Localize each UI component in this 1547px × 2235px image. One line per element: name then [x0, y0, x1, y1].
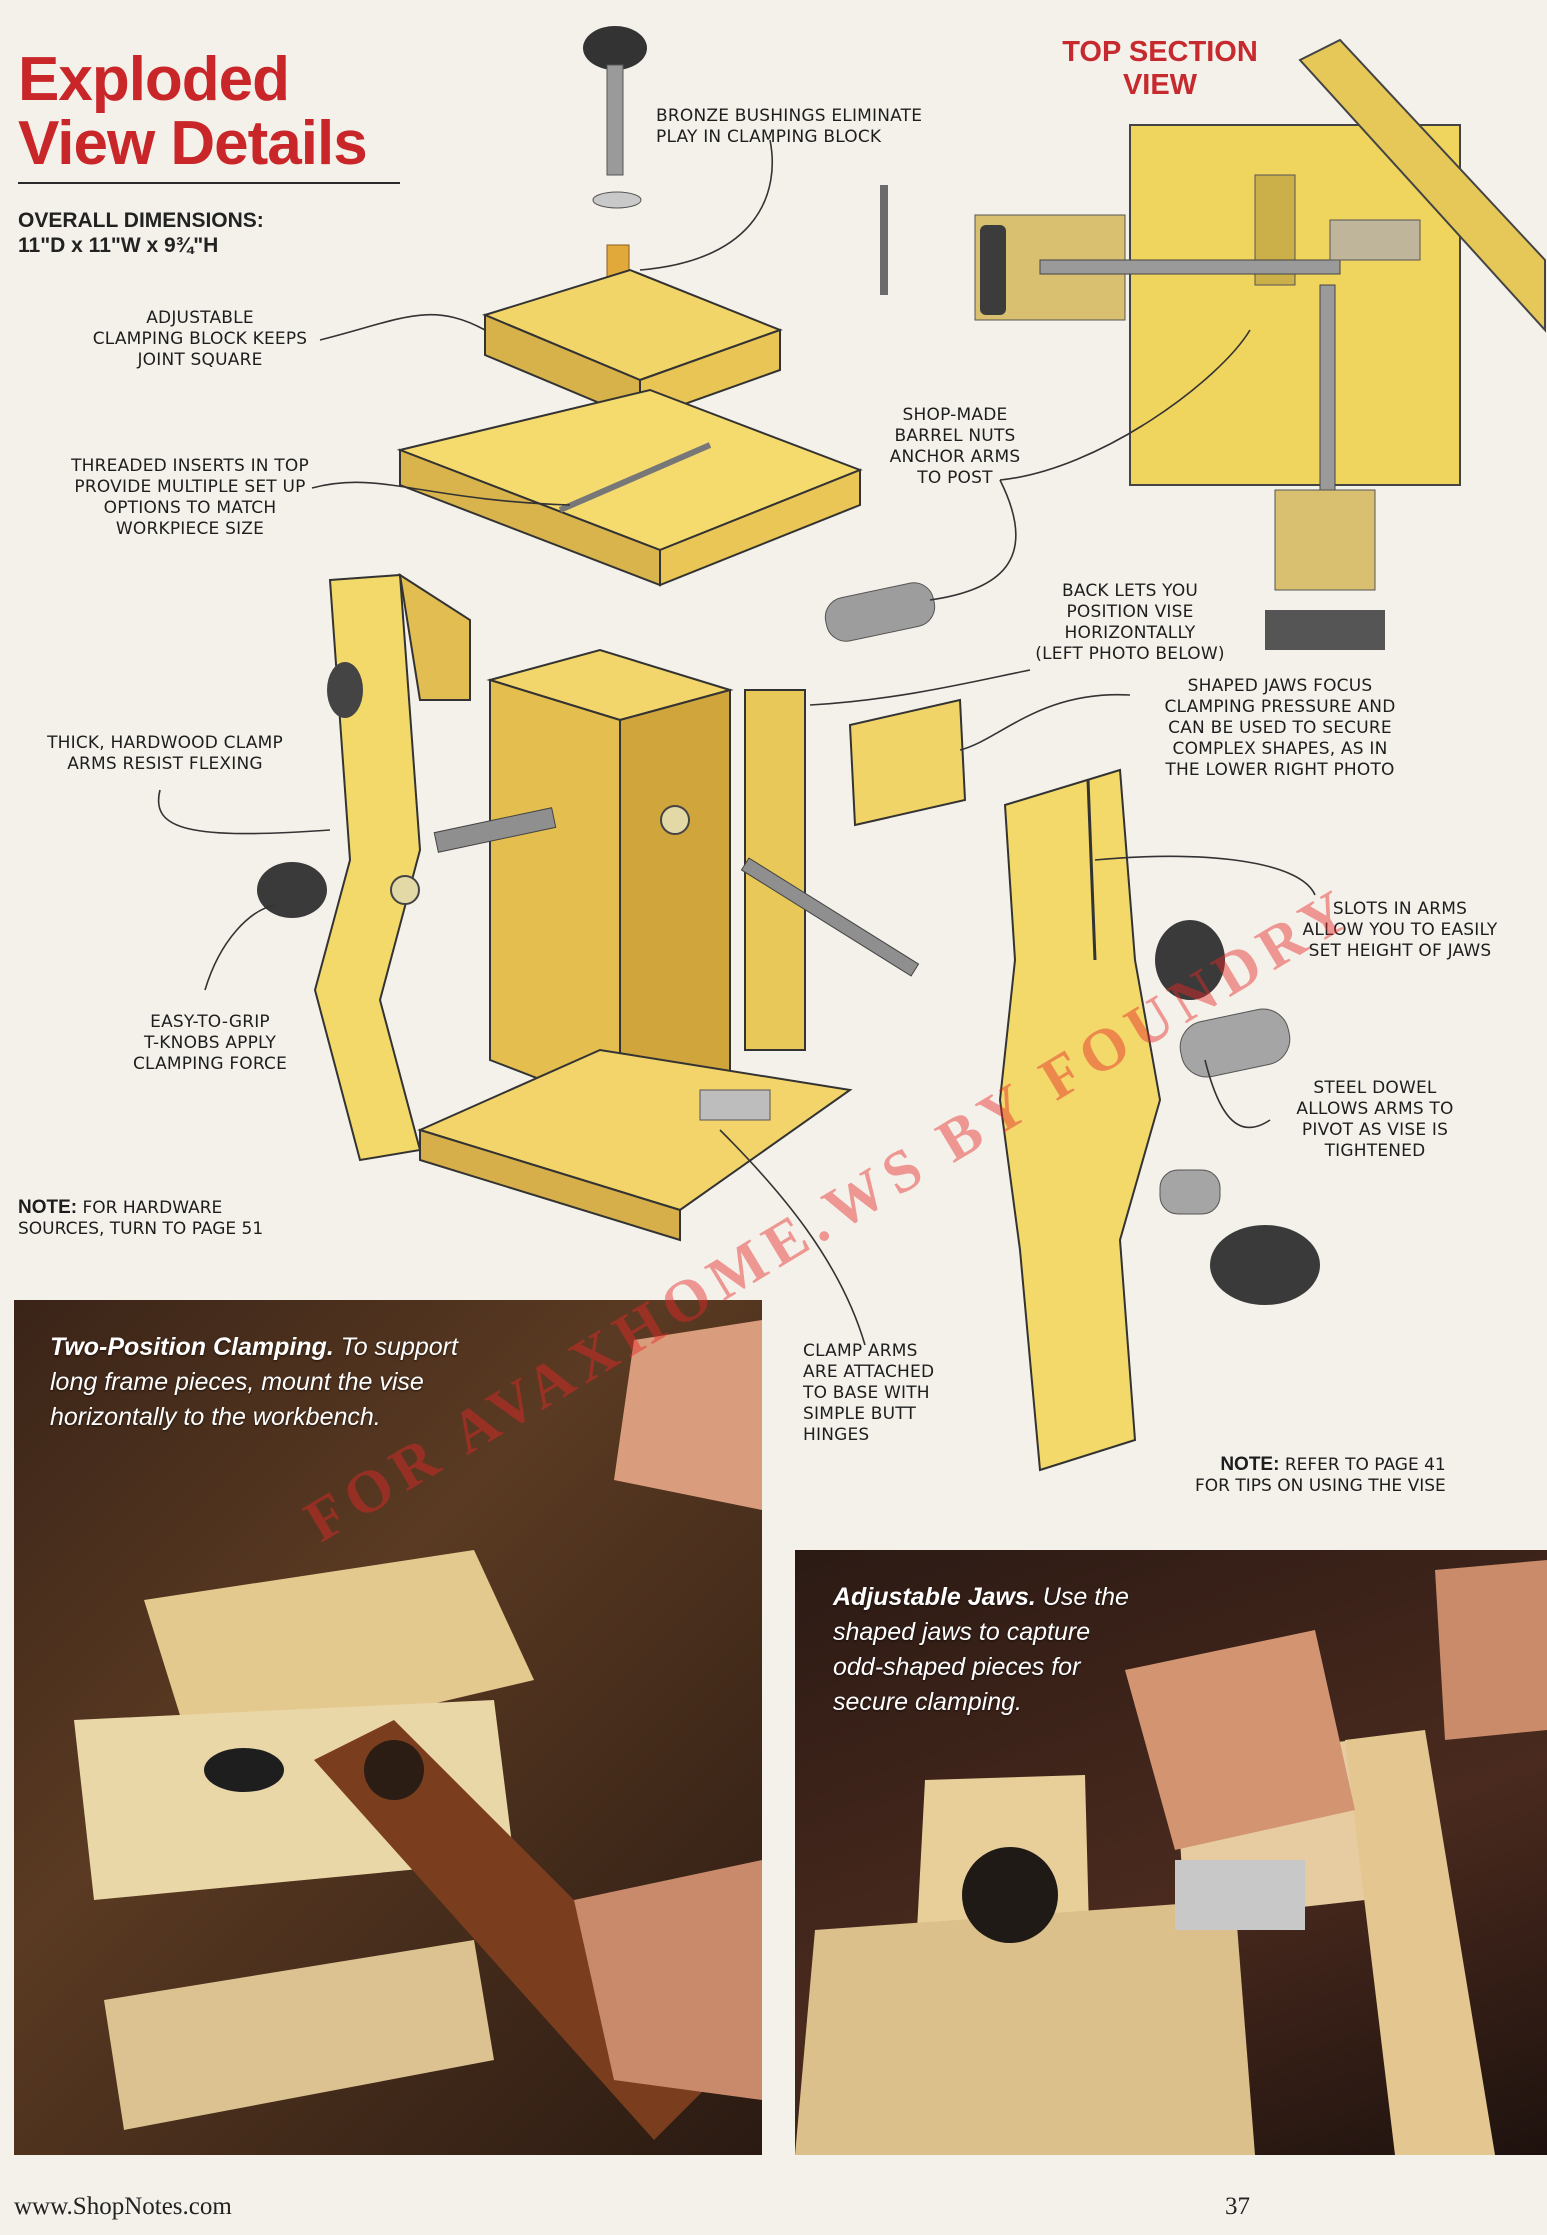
callout-line: SHOP-MADE [902, 405, 1008, 425]
callout-line: PLAY IN CLAMPING BLOCK [656, 127, 882, 147]
title-line-1: Exploded [18, 45, 290, 114]
callout-butt-hinges: CLAMP ARMS ARE ATTACHED TO BASE WITH SIM… [803, 1341, 963, 1446]
right-clamp-arm-drawing [998, 768, 1320, 1472]
caption-text: To support [333, 1333, 458, 1361]
callout-line: T-KNOBS APPLY [143, 1033, 277, 1053]
photo-right-caption: Adjustable Jaws. Use the shaped jaws to … [833, 1580, 1129, 1720]
callout-line: BACK LETS YOU [1061, 581, 1199, 601]
footer-url: www.ShopNotes.com [14, 2193, 232, 2220]
title-line-2: View Details [18, 109, 368, 178]
title-divider [18, 182, 400, 184]
callout-line: EASY-TO-GRIP [150, 1012, 270, 1032]
top-plate-drawing [396, 388, 863, 587]
callout-line: BRONZE BUSHINGS ELIMINATE [656, 106, 923, 126]
callout-line: ALLOW YOU TO EASILY [1302, 920, 1498, 940]
callout-back-position: BACK LETS YOU POSITION VISE HORIZONTALLY… [1030, 581, 1230, 665]
photo-left-scene [74, 1320, 762, 2140]
central-post-drawing [486, 648, 806, 1112]
spring-and-threaded-rod-drawing [433, 807, 920, 977]
callout-line: ARE ATTACHED [803, 1362, 935, 1382]
callout-line: PIVOT AS VISE IS [1301, 1120, 1449, 1140]
callout-line: ALLOWS ARMS TO [1296, 1099, 1454, 1119]
note-text: FOR TIPS ON USING THE VISE [1195, 1476, 1446, 1496]
note-label: NOTE: [1220, 1454, 1280, 1475]
note-text: REFER TO PAGE 41 [1284, 1455, 1446, 1475]
callout-steel-dowel: STEEL DOWEL ALLOWS ARMS TO PIVOT AS VISE… [1275, 1078, 1475, 1162]
base-drawing [417, 1048, 853, 1242]
callout-line: CLAMPING FORCE [132, 1054, 288, 1074]
callout-line: JOINT SQUARE [137, 350, 263, 370]
top-section-view-title: TOP SECTION VIEW [1040, 36, 1280, 102]
dims-value: 11"D x 11"W x 9¾"H [18, 234, 219, 257]
callout-line: THICK, HARDWOOD CLAMP [47, 733, 283, 753]
callout-line: THE LOWER RIGHT PHOTO [1165, 760, 1395, 780]
callout-line: COMPLEX SHAPES, AS IN [1172, 739, 1388, 759]
photo-adjustable-jaws: Adjustable Jaws. Use the shaped jaws to … [795, 1550, 1547, 2155]
page-title: Exploded View Details [18, 48, 418, 176]
photo-two-position-clamping: Two-Position Clamping. To support long f… [14, 1300, 762, 2155]
callout-t-knobs: EASY-TO-GRIP T-KNOBS APPLY CLAMPING FORC… [110, 1012, 310, 1075]
caption-text: secure clamping. [833, 1688, 1022, 1716]
callout-leader-lines [157, 139, 1316, 1346]
callout-line: ANCHOR ARMS [889, 447, 1021, 467]
caption-text: shaped jaws to capture [833, 1618, 1091, 1646]
left-clamp-arm-drawing [257, 572, 471, 1162]
callout-line: ADJUSTABLE [146, 308, 254, 328]
callout-line: SHAPED JAWS FOCUS [1187, 676, 1373, 696]
callout-barrel-nuts: SHOP-MADE BARREL NUTS ANCHOR ARMS TO POS… [870, 405, 1040, 489]
caption-text: odd-shaped pieces for [833, 1653, 1081, 1681]
caption-text: long frame pieces, mount the vise [50, 1368, 424, 1396]
caption-text: Use the [1035, 1583, 1129, 1611]
callout-line: SLOTS IN ARMS [1332, 899, 1468, 919]
callout-line: SET HEIGHT OF JAWS [1308, 941, 1492, 961]
clamping-block-drawing [482, 268, 783, 422]
callout-line: POSITION VISE [1066, 602, 1194, 622]
dims-label: OVERALL DIMENSIONS: [18, 209, 264, 232]
section-title-line-1: TOP SECTION [1062, 36, 1258, 68]
callout-adjustable-block: ADJUSTABLE CLAMPING BLOCK KEEPS JOINT SQ… [70, 308, 330, 371]
callout-shaped-jaws: SHAPED JAWS FOCUS CLAMPING PRESSURE AND … [1135, 676, 1425, 781]
callout-threaded-inserts: THREADED INSERTS IN TOP PROVIDE MULTIPLE… [55, 456, 325, 540]
top-t-knob-drawing [583, 26, 888, 304]
callout-line: BARREL NUTS [894, 426, 1016, 446]
barrel-nut-and-jaw-drawing [824, 582, 1291, 1215]
callout-line: WORKPIECE SIZE [115, 519, 265, 539]
callout-line: PROVIDE MULTIPLE SET UP [74, 477, 306, 497]
page-number: 37 [1225, 2193, 1250, 2220]
callout-line: CLAMPING PRESSURE AND [1164, 697, 1396, 717]
callout-line: CLAMPING BLOCK KEEPS [92, 329, 308, 349]
callout-bronze-bushings: BRONZE BUSHINGS ELIMINATE PLAY IN CLAMPI… [656, 106, 922, 148]
callout-line: ARMS RESIST FLEXING [67, 754, 263, 774]
callout-line: THREADED INSERTS IN TOP [71, 456, 309, 476]
callout-line: TIGHTENED [1324, 1141, 1426, 1161]
callout-line: (LEFT PHOTO BELOW) [1035, 644, 1225, 664]
callout-line: HORIZONTALLY [1064, 623, 1196, 643]
top-section-view-drawing [974, 38, 1546, 650]
callout-line: SIMPLE BUTT [803, 1404, 917, 1424]
callout-line: TO BASE WITH [803, 1383, 930, 1403]
note-text: FOR HARDWARE [82, 1198, 223, 1218]
callout-line: TO POST [917, 468, 993, 488]
callout-line: STEEL DOWEL [1313, 1078, 1437, 1098]
callout-thick-arms: THICK, HARDWOOD CLAMP ARMS RESIST FLEXIN… [35, 733, 295, 775]
caption-title: Adjustable Jaws. [833, 1583, 1036, 1611]
callout-line: CAN BE USED TO SECURE [1168, 718, 1392, 738]
section-title-line-2: VIEW [1122, 69, 1198, 101]
callout-line: OPTIONS TO MATCH [103, 498, 277, 518]
note-text: SOURCES, TURN TO PAGE 51 [18, 1219, 264, 1239]
photo-right-scene [795, 1560, 1547, 2155]
caption-text: horizontally to the workbench. [50, 1403, 381, 1431]
note-tips: NOTE: REFER TO PAGE 41 FOR TIPS ON USING… [1195, 1454, 1446, 1497]
callout-slots-in-arms: SLOTS IN ARMS ALLOW YOU TO EASILY SET HE… [1285, 899, 1515, 962]
photo-left-caption: Two-Position Clamping. To support long f… [50, 1330, 458, 1435]
overall-dimensions: OVERALL DIMENSIONS: 11"D x 11"W x 9¾"H [18, 208, 264, 258]
note-label: NOTE: [18, 1197, 78, 1218]
callout-line: CLAMP ARMS [803, 1341, 918, 1361]
note-hardware-sources: NOTE: FOR HARDWARE SOURCES, TURN TO PAGE… [18, 1197, 263, 1240]
callout-line: HINGES [803, 1425, 870, 1445]
caption-title: Two-Position Clamping. [50, 1333, 334, 1361]
